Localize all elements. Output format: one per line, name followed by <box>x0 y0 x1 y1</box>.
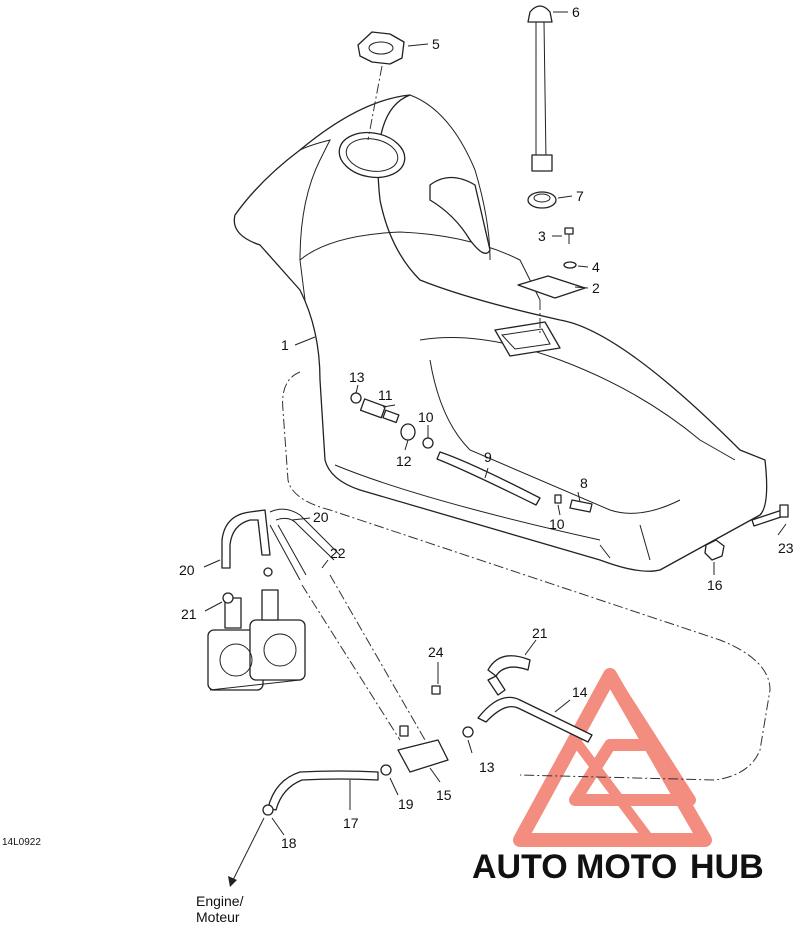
fuel-line-14 <box>477 655 593 743</box>
callout-15: 15 <box>436 787 452 803</box>
callout-9: 9 <box>484 449 492 465</box>
callout-numbers: 1 2 3 4 5 6 7 8 9 10 10 11 12 13 13 14 1… <box>179 4 794 851</box>
engine-label-line1: Engine/ <box>196 893 244 909</box>
watermark-auto: AUTO <box>472 848 568 886</box>
callout-19: 19 <box>398 796 414 812</box>
callout-5: 5 <box>432 36 440 52</box>
clamp-18-icon <box>262 804 274 816</box>
callout-20: 20 <box>313 509 329 525</box>
callout-24: 24 <box>428 644 444 660</box>
watermark-hub: HUB <box>690 848 764 886</box>
callout-18: 18 <box>281 835 297 851</box>
fuel-tank <box>233 94 768 572</box>
callout-8: 8 <box>580 475 588 491</box>
callout-10b: 10 <box>549 516 565 532</box>
clamp-10b-icon <box>554 494 562 504</box>
clamp-19-icon <box>380 764 392 776</box>
fuel-line-17 <box>267 770 379 811</box>
callout-7: 7 <box>576 188 584 204</box>
engine-label-line2: Moteur <box>196 909 240 925</box>
fuel-line-9 <box>436 451 541 506</box>
grommet-icon <box>527 191 557 209</box>
clamp-21-icon <box>222 592 234 604</box>
clamp-21b-icon <box>263 567 273 577</box>
fuel-sender-icon <box>527 5 553 172</box>
callout-13: 13 <box>349 369 365 385</box>
callout-2: 2 <box>592 280 600 296</box>
nut-16-icon <box>704 539 725 561</box>
bolt-3-icon <box>564 227 574 244</box>
callout-22: 22 <box>330 545 346 561</box>
callout-13b: 13 <box>479 759 495 775</box>
watermark-logo-icon <box>513 668 712 847</box>
callout-6: 6 <box>572 4 580 20</box>
callout-20b: 20 <box>179 562 195 578</box>
assembly-group-outline <box>282 371 771 781</box>
clamp-13b-icon <box>462 726 474 738</box>
callout-21b: 21 <box>532 625 548 641</box>
callout-10: 10 <box>418 409 434 425</box>
diagram-ref-code: 14L0922 <box>2 837 41 848</box>
vent-hoses-20 <box>221 508 341 581</box>
fitting-8-icon <box>569 499 593 513</box>
watermark-moto: MOTO <box>576 848 677 886</box>
callout-12: 12 <box>396 453 412 469</box>
callout-1: 1 <box>281 337 289 353</box>
callout-14: 14 <box>572 684 588 700</box>
fuel-cap-icon <box>357 31 405 65</box>
callout-3: 3 <box>538 228 546 244</box>
arrow-to-engine-icon <box>228 817 265 887</box>
plate-2-icon <box>517 275 586 299</box>
callout-16: 16 <box>707 577 723 593</box>
callout-4: 4 <box>592 259 600 275</box>
callout-21: 21 <box>181 606 197 622</box>
callout-23: 23 <box>778 540 794 556</box>
grommet-12-icon <box>400 423 416 441</box>
bolt-23-icon <box>751 504 789 527</box>
fuel-pump-15-icon <box>397 685 449 773</box>
leader-lines <box>203 11 787 836</box>
washer-4-icon <box>563 261 577 269</box>
callout-17: 17 <box>343 815 359 831</box>
fitting-11-icon <box>359 398 400 424</box>
clamp-13-icon <box>350 392 362 404</box>
watermark-text: AUTO MOTO HUB <box>472 848 764 886</box>
clamp-10-icon <box>422 437 434 449</box>
callout-11: 11 <box>378 387 393 403</box>
carburetor-assembly-icon <box>207 589 306 691</box>
